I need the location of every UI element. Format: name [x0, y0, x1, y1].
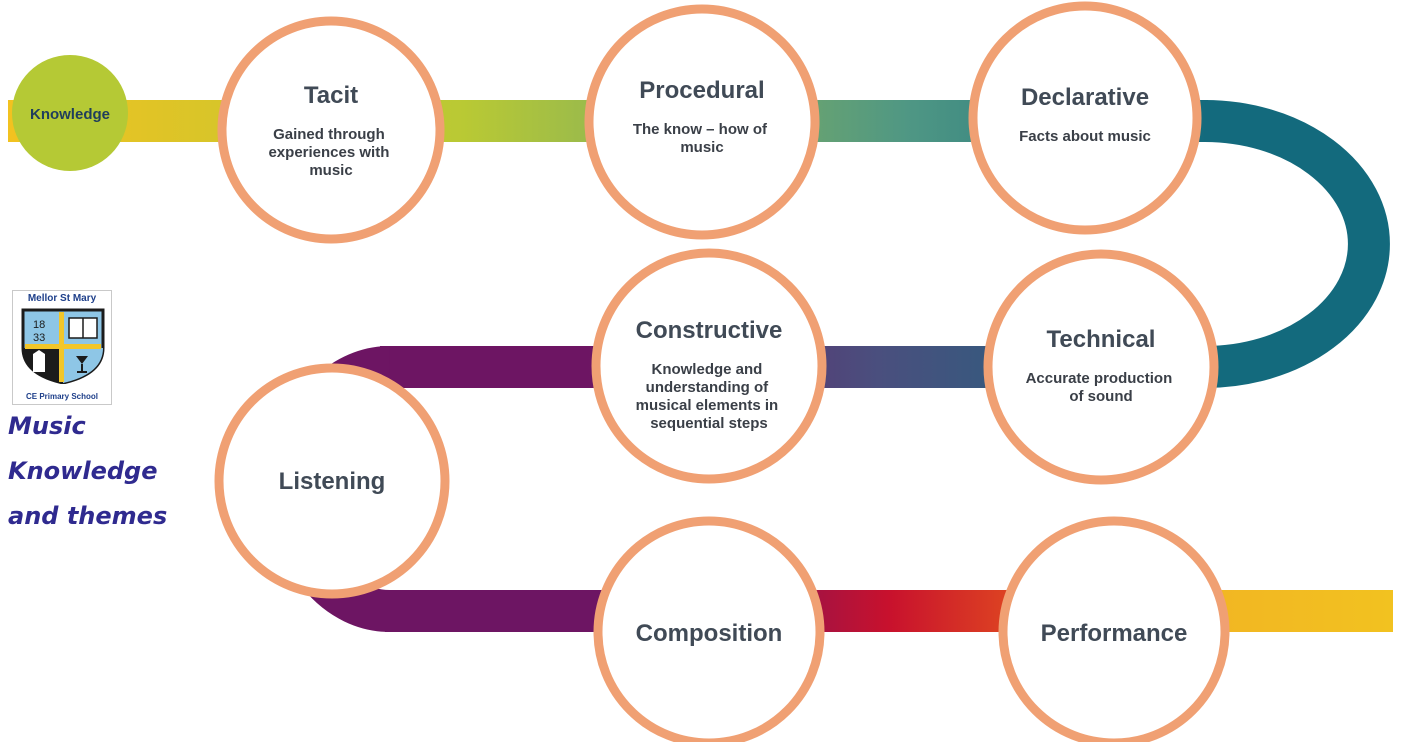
node-procedural-circle [584, 4, 820, 240]
desc-line: sequential steps [650, 415, 768, 432]
logo-bottom-text: CE Primary School [25, 392, 99, 401]
node-declarative-desc: Facts about music [1019, 128, 1151, 145]
node-procedural-title: Procedural [639, 77, 764, 104]
node-declarative-title: Declarative [1021, 84, 1149, 111]
node-constructive-title: Constructive [636, 317, 783, 344]
node-listening: Listening [214, 363, 450, 599]
desc-line: Knowledge and [651, 361, 762, 378]
start-node: Knowledge [12, 55, 128, 171]
node-declarative: Declarative Facts about music [968, 1, 1202, 235]
desc-line: of sound [1069, 388, 1132, 405]
node-performance-title: Performance [1041, 620, 1188, 647]
crest-year-top: 18 [33, 319, 45, 331]
school-logo: Mellor St Mary 18 33 CE Primary School [12, 290, 112, 405]
desc-line: Facts about music [1019, 128, 1151, 145]
track-right-curve [1204, 100, 1390, 388]
side-title-line: and themes [8, 502, 168, 530]
desc-line: music [680, 139, 723, 156]
node-technical: Technical Accurate production of sound [983, 249, 1219, 485]
start-circle [12, 55, 128, 171]
track-row-3 [385, 590, 1393, 632]
side-title-line: Music [8, 412, 86, 440]
side-title: Music Knowledge and themes [8, 404, 208, 539]
node-tacit-desc: Gained through experiences with music [268, 126, 393, 179]
side-title-line: Knowledge [8, 457, 158, 485]
node-listening-title: Listening [279, 468, 386, 495]
desc-line: musical elements in [636, 397, 779, 414]
node-declarative-circle [968, 1, 1202, 235]
node-constructive-circle [591, 248, 827, 484]
desc-line: understanding of [646, 379, 769, 396]
desc-line: Accurate production [1026, 370, 1173, 387]
node-tacit-circle [217, 16, 445, 244]
start-label: Knowledge [30, 106, 110, 123]
node-tacit-title: Tacit [304, 82, 358, 109]
node-technical-title: Technical [1047, 326, 1156, 353]
node-composition-circle [593, 516, 825, 742]
desc-line: experiences with [268, 144, 389, 161]
node-performance: Performance [998, 516, 1230, 742]
node-listening-circle [214, 363, 450, 599]
logo-top-text: Mellor St Mary [27, 293, 97, 304]
node-constructive-desc: Knowledge and understanding of musical e… [636, 361, 783, 432]
node-technical-desc: Accurate production of sound [1026, 370, 1177, 405]
node-composition: Composition [593, 516, 825, 742]
node-procedural-desc: The know – how of music [633, 121, 771, 156]
crest-year-bottom: 33 [33, 332, 45, 344]
node-tacit: Tacit Gained through experiences with mu… [217, 16, 445, 244]
node-procedural: Procedural The know – how of music [584, 4, 820, 240]
school-crest-icon: 18 33 [21, 308, 105, 384]
desc-line: music [309, 162, 352, 179]
node-constructive: Constructive Knowledge and understanding… [591, 248, 827, 484]
desc-line: The know – how of [633, 121, 768, 138]
node-performance-circle [998, 516, 1230, 742]
desc-line: Gained through [273, 126, 385, 143]
node-technical-circle [983, 249, 1219, 485]
node-composition-title: Composition [636, 620, 783, 647]
